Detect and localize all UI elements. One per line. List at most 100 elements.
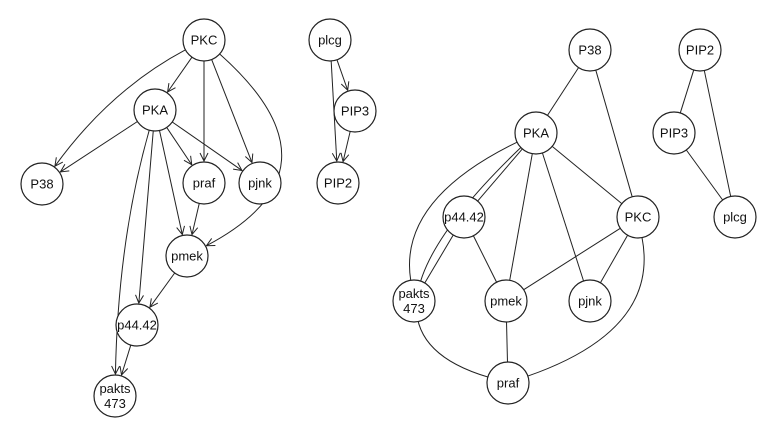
node-p38: P38 — [20, 162, 64, 206]
edge-pka-to-p38 — [60, 121, 138, 172]
edge-pkc-to-pmek — [523, 227, 621, 291]
node-label: P38 — [30, 177, 53, 192]
node-label: p44.42 — [444, 210, 484, 225]
node-pjnk: pjnk — [568, 279, 612, 323]
edge-pka-to-pkc — [551, 145, 623, 205]
node-circle — [616, 195, 660, 239]
edge-pkc-to-pjnk — [599, 234, 629, 284]
node-label: pjnk — [578, 294, 602, 309]
edge-praf-to-pmek — [192, 203, 200, 234]
edge-pkc-to-p38 — [55, 49, 186, 166]
node-label: pmek — [490, 294, 522, 309]
node-circle — [486, 361, 530, 405]
node-label: plcg — [318, 33, 342, 48]
node-label: PKA — [142, 103, 168, 118]
node-praf: praf — [486, 361, 530, 405]
edge-pka-to-p44-42 — [139, 130, 154, 303]
node-label: PIP3 — [341, 104, 369, 119]
node-circle — [568, 279, 612, 323]
node-pip3: PIP3 — [333, 89, 377, 133]
node-label: pjnk — [248, 176, 272, 191]
edge-plcg-to-pip3 — [336, 59, 348, 90]
edge-pka-to-pmek — [509, 153, 533, 281]
node-label: praf — [193, 176, 216, 191]
edge-p38-to-pkc — [595, 70, 633, 197]
node-pip2: PIP2 — [316, 161, 360, 205]
node-label: PKC — [625, 210, 652, 225]
node-pmek: pmek — [165, 234, 209, 278]
node-label: pakts — [99, 381, 131, 396]
edge-pkc-to-pka — [168, 56, 193, 92]
node-plcg: plcg — [308, 18, 352, 62]
node-label: PIP3 — [660, 126, 688, 141]
node-circle — [678, 28, 722, 72]
edge-pip3-to-pip2 — [343, 131, 351, 161]
node-circle — [133, 88, 177, 132]
node-praf: praf — [182, 161, 226, 205]
node-circle — [316, 161, 360, 205]
edge-pka-to-pjnk — [171, 121, 242, 170]
edge-p44-42-to-pakts473 — [424, 234, 454, 284]
edge-pka-to-praf — [415, 147, 522, 378]
node-circle — [442, 195, 486, 239]
node-circle — [392, 279, 436, 323]
edge-pkc-to-pjnk — [211, 59, 252, 163]
node-label: PIP2 — [686, 43, 714, 58]
edge-pka-to-pmek — [159, 130, 182, 235]
node-label: plcg — [723, 210, 747, 225]
node-p38: P38 — [568, 28, 612, 72]
node-circle — [182, 161, 226, 205]
edge-pmek-to-p44-42 — [150, 272, 176, 307]
node-pka: PKA — [514, 111, 558, 155]
edge-pip2-to-pip3 — [679, 69, 695, 114]
node-circle — [514, 111, 558, 155]
edge-pka-to-praf — [166, 127, 192, 164]
node-circle — [308, 18, 352, 62]
node-label: praf — [497, 376, 520, 391]
node-circle — [652, 111, 696, 155]
edge-p38-to-pka — [547, 67, 579, 116]
node-circle — [238, 161, 282, 205]
node-p44-42: p44.42 — [115, 303, 159, 347]
node-label: PIP2 — [324, 176, 352, 191]
node-label: PKA — [523, 126, 549, 141]
edge-p44-42-to-pmek — [472, 235, 498, 283]
edge-pip3-to-plcg — [685, 149, 724, 201]
node-label: PKC — [191, 33, 218, 48]
node-pjnk: pjnk — [238, 161, 282, 205]
node-circle — [182, 18, 226, 62]
edge-p44-42-to-pakts473 — [122, 344, 132, 375]
edge-pkc-to-praf — [527, 237, 645, 377]
edge-pip2-to-plcg — [703, 70, 732, 197]
node-circle — [165, 234, 209, 278]
edge-pmek-to-praf — [506, 321, 508, 363]
node-pka: PKA — [133, 88, 177, 132]
node-circle — [20, 162, 64, 206]
node-circle — [568, 28, 612, 72]
node-pmek: pmek — [484, 279, 528, 323]
node-pkc: PKC — [616, 195, 660, 239]
node-circle — [484, 279, 528, 323]
edge-pka-to-pjnk — [541, 152, 585, 282]
node-label: p44.42 — [117, 318, 157, 333]
edge-pkc-to-pmek — [206, 53, 283, 246]
node-circle — [713, 195, 757, 239]
node-label: P38 — [578, 43, 601, 58]
node-pip3: PIP3 — [652, 111, 696, 155]
node-label: 473 — [104, 396, 126, 411]
node-circle — [333, 89, 377, 133]
node-pip2: PIP2 — [678, 28, 722, 72]
node-pkc: PKC — [182, 18, 226, 62]
node-label: pakts — [398, 286, 430, 301]
edge-pka-to-p44-42 — [477, 148, 523, 202]
edge-pka-to-pakts473 — [115, 130, 150, 374]
node-circle — [93, 374, 137, 418]
node-p44-42: p44.42 — [442, 195, 486, 239]
node-label: 473 — [403, 301, 425, 316]
